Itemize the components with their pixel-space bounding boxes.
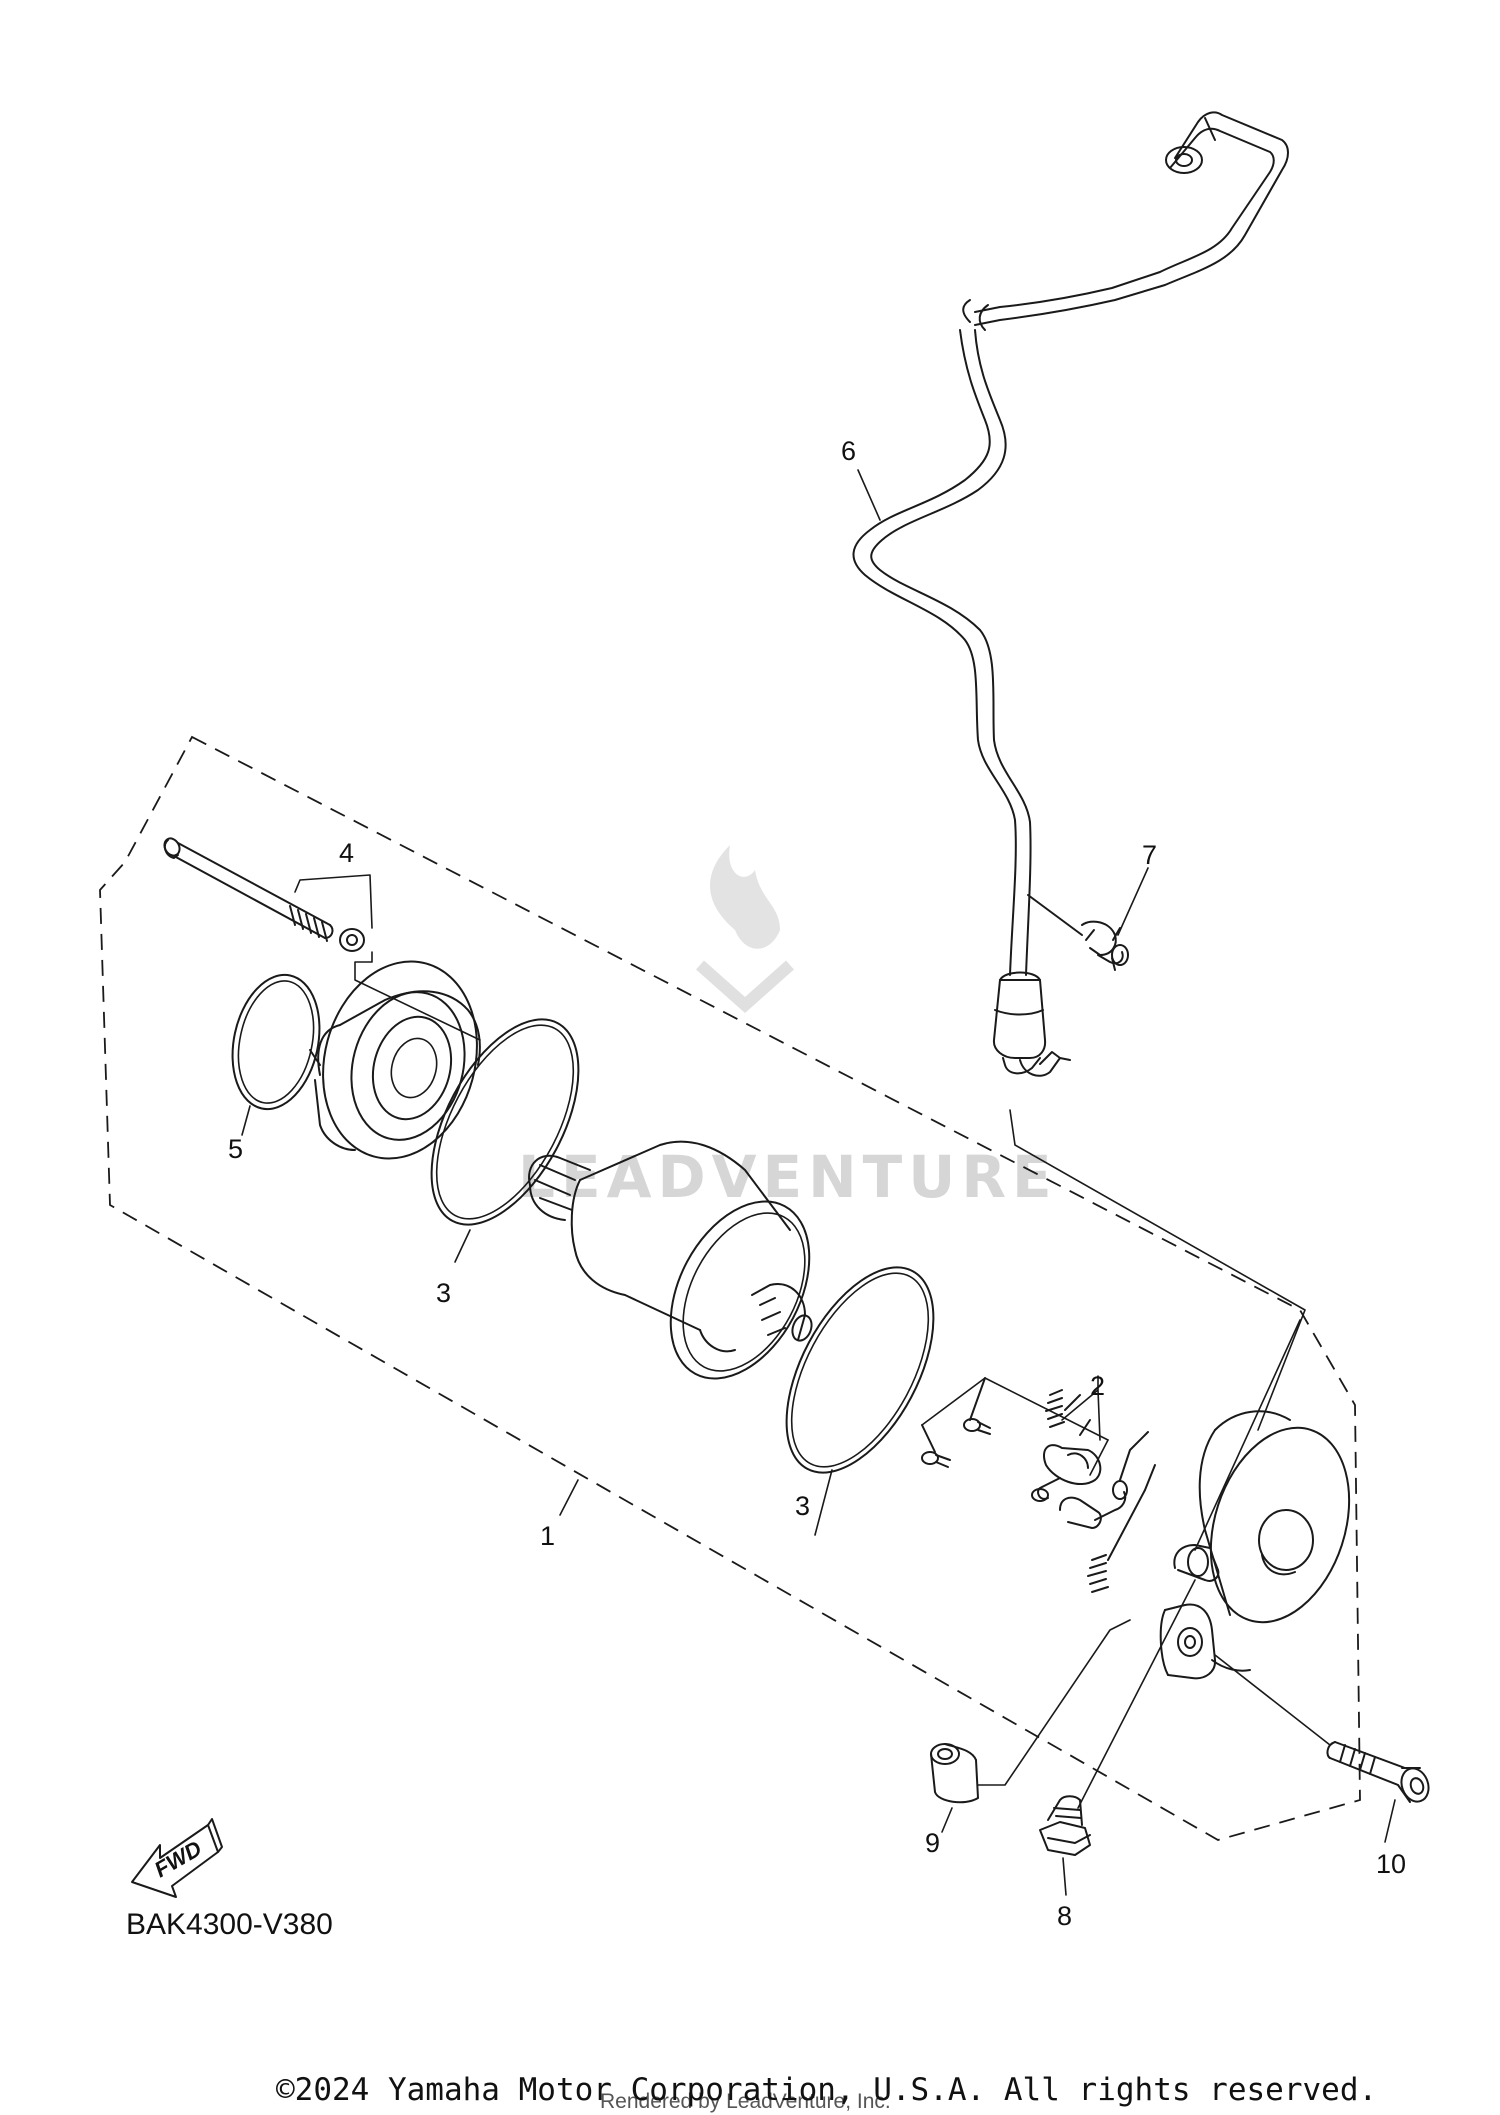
brush-set[interactable] (921, 1377, 1156, 1593)
starter-motor-assembly-boundary (99, 735, 1361, 1841)
callout-9: 9 (925, 1828, 940, 1858)
leadventure-watermark: LEADVENTURE (518, 845, 1058, 1211)
callout-6: 6 (841, 436, 856, 466)
diagram-code: BAK4300-V380 (126, 1908, 333, 1941)
o-ring-large-rear[interactable] (756, 1244, 964, 1496)
callout-8: 8 (1057, 1901, 1072, 1931)
o-ring-front[interactable] (221, 967, 331, 1117)
callout-4: 4 (339, 838, 354, 868)
callout-2: 2 (1090, 1371, 1105, 1401)
callout-5: 5 (228, 1134, 243, 1164)
callout-3-rear: 3 (795, 1491, 810, 1521)
terminal-nut[interactable] (1039, 1795, 1091, 1856)
watermark-text: LEADVENTURE (518, 1143, 1058, 1211)
through-bolt-set[interactable] (161, 836, 365, 952)
leader-lines (241, 469, 1396, 1896)
fwd-arrow-icon: FWD (131, 1818, 223, 1898)
fwd-label: FWD (150, 1836, 206, 1883)
rear-cover[interactable] (1159, 1410, 1373, 1680)
callout-7: 7 (1142, 840, 1157, 870)
collar[interactable] (930, 1743, 979, 1804)
front-cover[interactable] (302, 944, 499, 1176)
starter-cable[interactable] (852, 111, 1289, 1077)
cable-clamp[interactable] (1027, 894, 1129, 971)
copyright-text: ©2024 Yamaha Motor Corporation, U.S.A. A… (276, 2072, 1377, 2108)
o-ring-large-front[interactable] (401, 996, 609, 1248)
mounting-bolt[interactable] (1326, 1741, 1433, 1805)
callout-1: 1 (540, 1521, 555, 1551)
callout-3-front: 3 (436, 1278, 451, 1308)
callout-10: 10 (1376, 1849, 1406, 1879)
armature-yoke[interactable] (528, 1140, 838, 1402)
rendered-by-text: Rendered by LeadVenture, Inc. (600, 2090, 891, 2113)
